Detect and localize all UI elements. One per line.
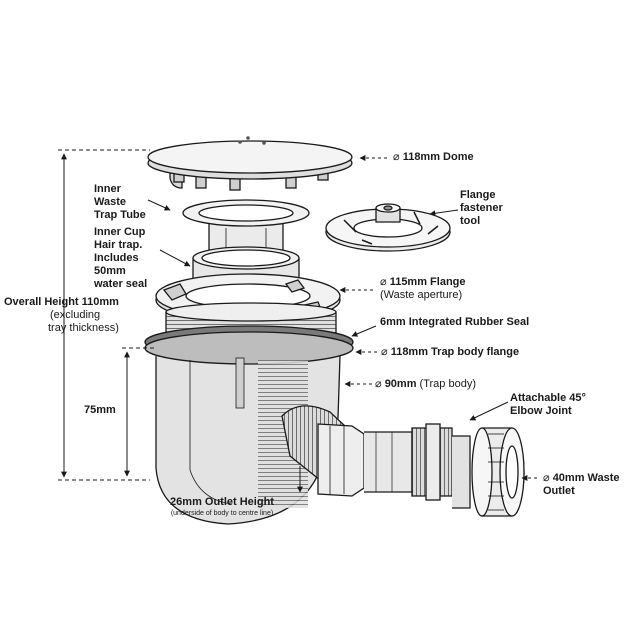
- inner-cup-line-2: Hair trap.: [94, 239, 143, 251]
- dome-label: ⌀ 118mm Dome: [393, 151, 474, 164]
- diameter-symbol: ⌀: [393, 151, 400, 163]
- height-75-text: 75mm: [84, 404, 116, 416]
- elbow-line-1: Attachable 45°: [510, 392, 586, 404]
- elbow-line-2: Elbow Joint: [510, 405, 572, 417]
- flange-label-sub: (Waste aperture): [380, 289, 463, 301]
- height-75-label: 75mm: [84, 404, 116, 417]
- inner-tube-line-1: Inner: [94, 183, 121, 195]
- inner-cup-label: Inner Cup Hair trap. Includes 50mm water…: [94, 226, 147, 291]
- dome-part: [147, 136, 353, 191]
- outlet-height-text: 26mm Outlet Height: [170, 496, 274, 508]
- inner-tube-label: Inner Waste Trap Tube: [94, 183, 146, 222]
- leader-lines: [147, 155, 540, 481]
- inner-tube-line-3: Trap Tube: [94, 209, 146, 221]
- inner-cup-line-5: water seal: [94, 278, 148, 290]
- waste-outlet-line-2: Outlet: [543, 485, 575, 497]
- flange-tool-label: Flange fastener tool: [460, 189, 503, 228]
- diameter-symbol: ⌀: [543, 472, 550, 484]
- elbow-joint-part: [281, 405, 453, 501]
- overall-height-sub-2: tray thickness): [48, 322, 119, 334]
- waste-outlet-label: ⌀ 40mm Waste Outlet: [543, 472, 620, 498]
- trap-body-part: [144, 302, 354, 525]
- rubber-seal-text: 6mm Integrated Rubber Seal: [380, 316, 530, 328]
- height-75-dimension: [122, 347, 156, 477]
- outlet-height-sub: (underside of body to centre line): [170, 510, 274, 517]
- trap-flange-label: ⌀ 118mm Trap body flange: [381, 346, 519, 359]
- inner-cup-line-3: Includes: [94, 252, 139, 264]
- body-label: ⌀ 90mm (Trap body): [375, 378, 476, 391]
- diameter-symbol: ⌀: [375, 378, 382, 390]
- elbow-label: Attachable 45° Elbow Joint: [510, 392, 586, 418]
- flange-tool-line-1: Flange: [460, 189, 496, 201]
- overall-height-label: Overall Height 110mm (excluding tray thi…: [4, 296, 119, 335]
- waste-outlet-line-1: 40mm Waste: [552, 472, 620, 484]
- outlet-height-label: 26mm Outlet Height (underside of body to…: [160, 496, 284, 518]
- overall-height-text: Overall Height 110mm: [4, 296, 119, 308]
- inner-cup-line-1: Inner Cup: [94, 226, 146, 238]
- body-label-text: 90mm: [384, 378, 417, 390]
- flange-tool-line-2: fastener: [460, 202, 503, 214]
- inner-cup-line-4: 50mm: [94, 265, 126, 277]
- rubber-seal-label: 6mm Integrated Rubber Seal: [380, 316, 529, 329]
- flange-tool-line-3: tool: [460, 215, 481, 227]
- flange-tool-part: [325, 203, 451, 252]
- inner-tube-line-2: Waste: [94, 196, 126, 208]
- diameter-symbol: ⌀: [381, 346, 388, 358]
- flange-label: ⌀ 115mm Flange (Waste aperture): [380, 276, 466, 302]
- body-label-sub: (Trap body): [419, 378, 476, 390]
- outlet-nut-part: [452, 427, 525, 517]
- trap-flange-text: 118mm Trap body flange: [390, 346, 520, 358]
- overall-height-dimension: [58, 149, 150, 481]
- flange-label-text: 115mm Flange: [389, 276, 466, 288]
- diameter-symbol: ⌀: [380, 276, 387, 288]
- overall-height-sub-1: (excluding: [50, 309, 101, 321]
- dome-label-text: 118mm Dome: [402, 151, 474, 163]
